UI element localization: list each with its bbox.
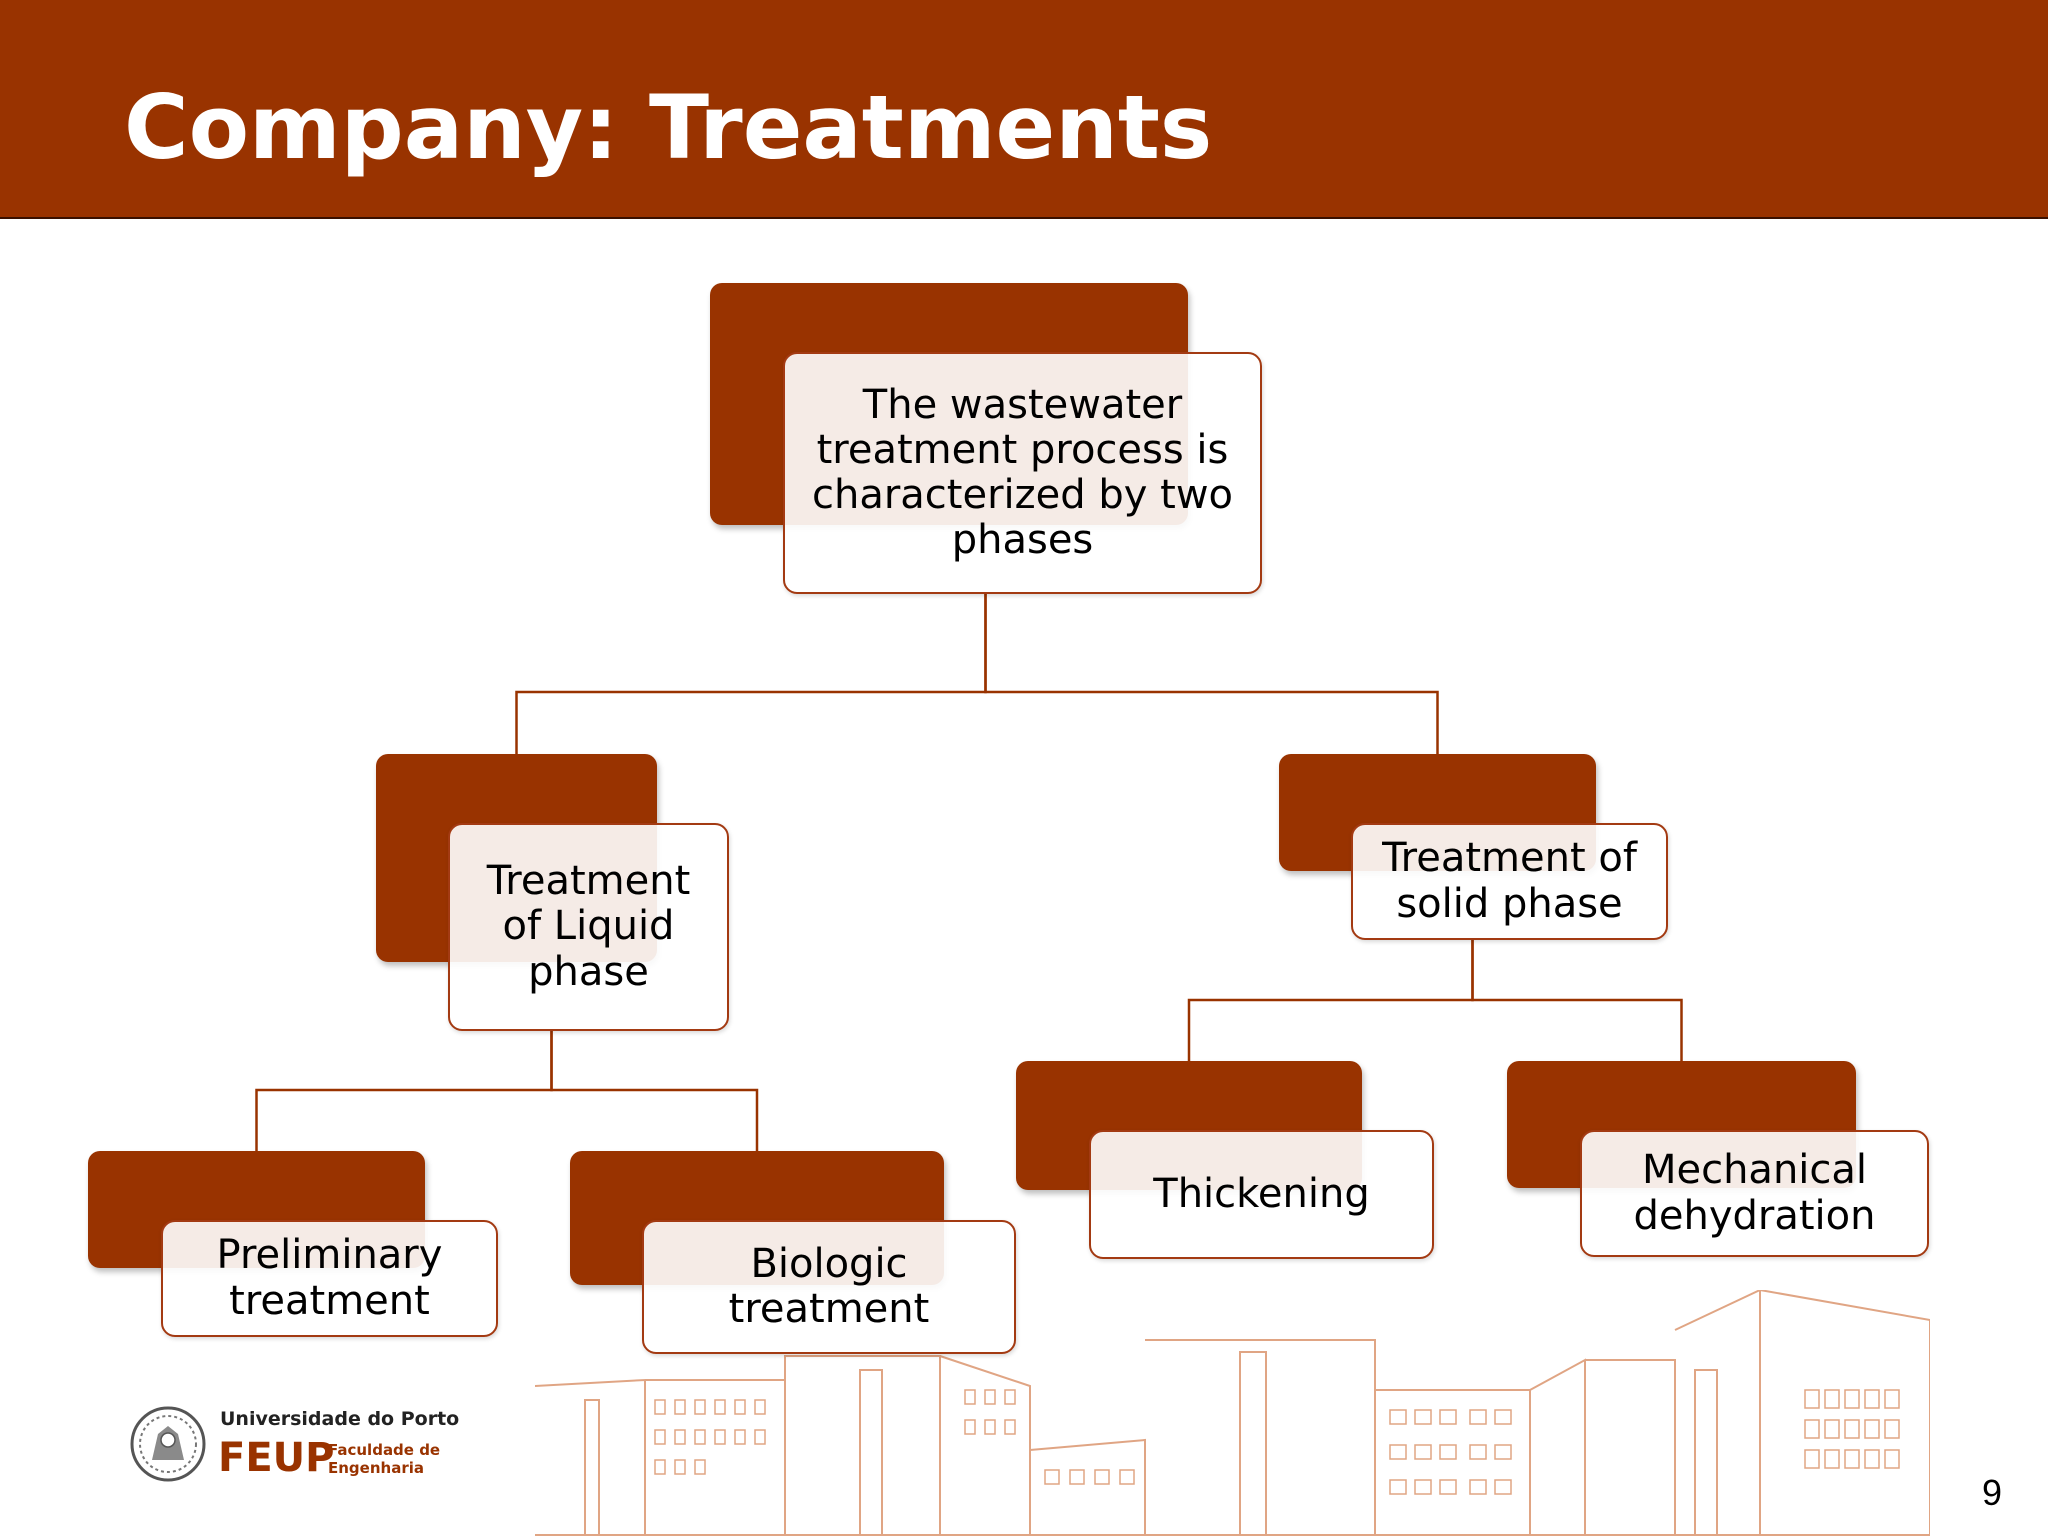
connector-solid-thickening xyxy=(1187,940,1474,1061)
connector-root-liquid xyxy=(515,594,987,754)
connector-liquid-preliminary xyxy=(255,1031,553,1151)
building-illustration xyxy=(535,1290,1930,1536)
node-liquid-label: Treatment of Liquid phase xyxy=(448,823,729,1031)
university-name: Universidade do Porto xyxy=(220,1408,460,1430)
node-thickening-label: Thickening xyxy=(1089,1130,1434,1259)
node-solid-label: Treatment of solid phase xyxy=(1351,823,1668,940)
connector-root-solid xyxy=(984,594,1439,754)
node-root-label: The wastewater treatment process is char… xyxy=(783,352,1262,594)
university-seal-icon xyxy=(130,1406,206,1482)
slide-title: Company: Treatments xyxy=(124,76,1213,179)
node-preliminary-label: Preliminary treatment xyxy=(161,1220,498,1337)
faculty-abbreviation: FEUP xyxy=(218,1435,335,1481)
node-biologic-label: Biologic treatment xyxy=(642,1220,1016,1354)
title-bar: Company: Treatments xyxy=(0,0,2048,219)
node-mechanical-label: Mechanical dehydration xyxy=(1580,1130,1929,1257)
feup-logo: Universidade do Porto FEUP Faculdade de … xyxy=(128,1400,460,1490)
connector-solid-mechanical xyxy=(1471,940,1683,1061)
connector-liquid-biologic xyxy=(550,1031,759,1151)
faculty-name: Faculdade de Engenharia xyxy=(328,1441,441,1477)
page-number: 9 xyxy=(1982,1472,2003,1513)
